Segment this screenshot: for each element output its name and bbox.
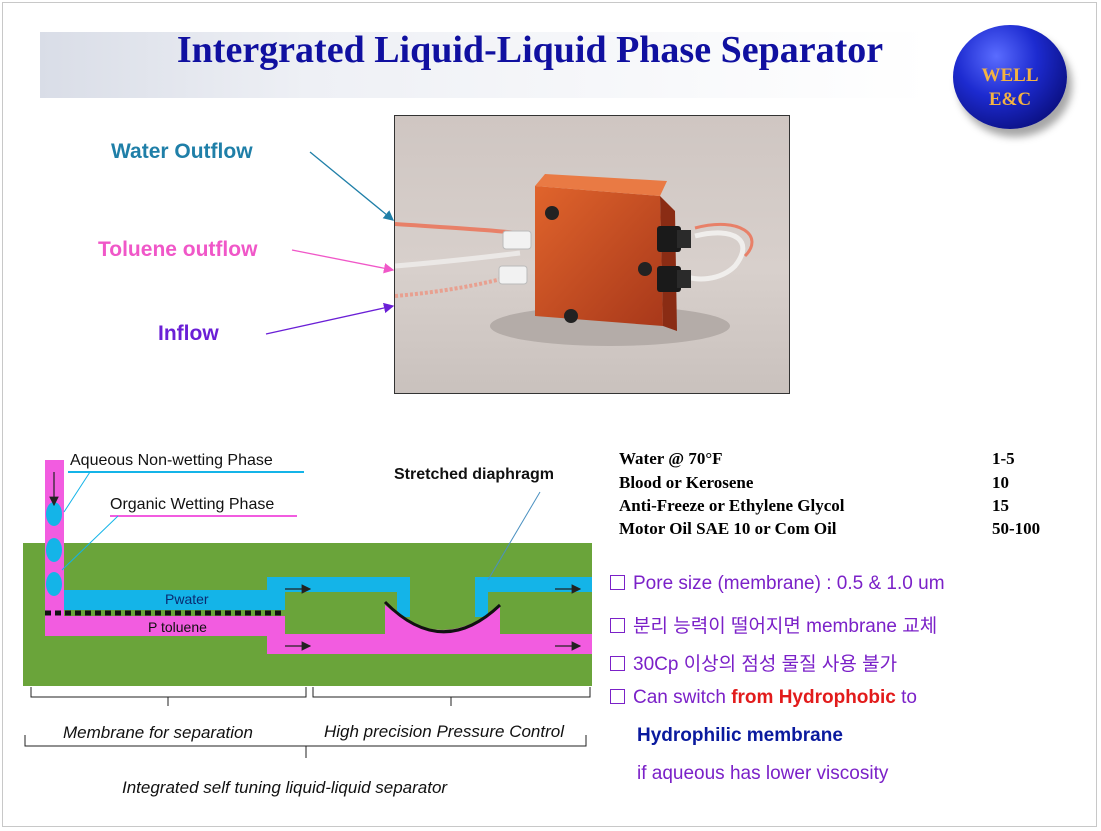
- organic-phase-label: Organic Wetting Phase: [110, 496, 275, 513]
- bullet-text-4a: Can switch: [633, 687, 732, 708]
- toluene-outflow-arrow: [291, 249, 395, 274]
- title-band: [40, 32, 930, 98]
- checkbox-icon: [610, 618, 625, 633]
- integrated-separator-label: Integrated self tuning liquid-liquid sep…: [122, 778, 448, 797]
- toluene-channel: [45, 616, 285, 636]
- bullet-pore-size: Pore size (membrane) : 0.5 & 1.0 um: [610, 573, 945, 595]
- pressure-control-label: High precision Pressure Control: [324, 722, 564, 741]
- bullet-text-4-line2: Hydrophilic membrane: [637, 725, 843, 746]
- bullet-viscosity-limit: 30Cp 이상의 점성 물질 사용 불가: [610, 649, 897, 676]
- inflow-arrow: [265, 302, 395, 335]
- p-water-label: Pwater: [165, 591, 209, 607]
- bullet-text-4-highlight: from Hydrophobic: [731, 687, 896, 708]
- membrane-separation-label: Membrane for separation: [63, 723, 253, 742]
- toluene-outflow-label: Toluene outflow: [98, 238, 258, 261]
- bullet-switch-membrane: Can switch from Hydrophobic to: [610, 687, 917, 709]
- checkbox-icon: [610, 575, 625, 590]
- water-outflow-arrow: [309, 151, 395, 221]
- table-row-fluid-4: Motor Oil SAE 10 or Com Oil: [619, 519, 837, 538]
- table-row-fluid-1: Water @ 70°F: [619, 449, 723, 468]
- page-title: Intergrated Liquid-Liquid Phase Separato…: [176, 29, 884, 71]
- checkbox-icon: [610, 656, 625, 671]
- stretched-diaphragm-label: Stretched diaphragm: [394, 466, 555, 483]
- table-row-fluid-3: Anti-Freeze or Ethylene Glycol: [619, 496, 845, 515]
- bullet-text-2: 분리 능력이 떨어지면 membrane 교체: [633, 616, 938, 637]
- water-channel: [64, 590, 285, 610]
- table-row-value-3: 15: [992, 496, 1009, 515]
- p-toluene-label: P toluene: [148, 619, 207, 635]
- inflow-label: Inflow: [158, 322, 219, 345]
- water-outflow-label: Water Outflow: [111, 140, 253, 163]
- table-row-value-1: 1-5: [992, 449, 1015, 468]
- checkbox-icon: [610, 689, 625, 704]
- table-row-value-4: 50-100: [992, 519, 1041, 538]
- device-photo-drawing: [395, 116, 789, 393]
- logo-line-1: WELL: [981, 65, 1039, 86]
- table-row-value-2: 10: [992, 473, 1009, 492]
- company-logo: WELL E&C: [953, 25, 1067, 129]
- table-row-fluid-2: Blood or Kerosene: [619, 473, 754, 492]
- logo-line-2: E&C: [988, 89, 1032, 110]
- bullet-text-3: 30Cp 이상의 점성 물질 사용 불가: [633, 654, 898, 675]
- diaphragm-curve: [383, 600, 502, 634]
- bullet-text-1: Pore size (membrane) : 0.5 & 1.0 um: [633, 573, 945, 594]
- bullet-membrane-replace: 분리 능력이 떨어지면 membrane 교체: [610, 611, 937, 638]
- bullet-text-4-line3: if aqueous has lower viscosity: [637, 763, 889, 784]
- aqueous-phase-label: Aqueous Non-wetting Phase: [70, 452, 273, 469]
- bullet-text-4b: to: [895, 687, 917, 708]
- device-photo: [394, 115, 790, 394]
